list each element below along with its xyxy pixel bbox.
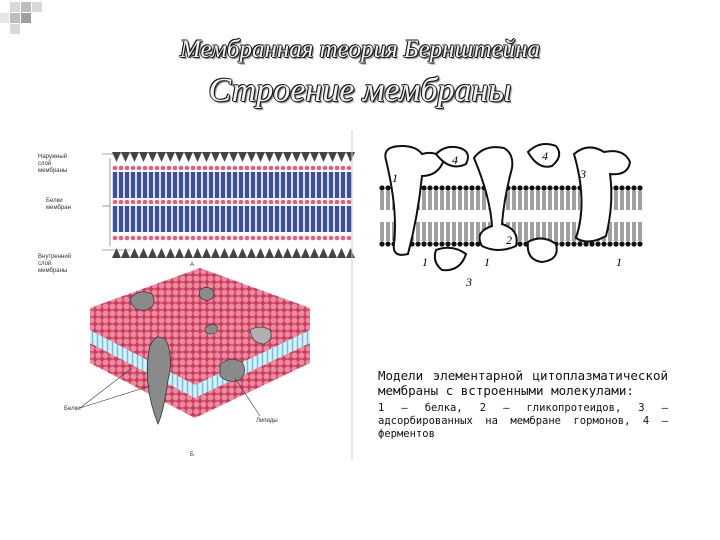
marker-1-mid: 1	[484, 255, 490, 269]
marker-1-top: 1	[392, 171, 398, 185]
label-outer-layer: Наружный слой мембраны	[38, 154, 68, 174]
marker-3-bottom: 3	[465, 275, 472, 289]
label-membrane-proteins: Белки мембран	[46, 198, 71, 211]
caption-main: Модели элементарной цитоплазматической м…	[378, 368, 668, 398]
label-figure-b: Б	[190, 452, 194, 458]
figure-caption: Модели элементарной цитоплазматической м…	[378, 368, 668, 441]
membrane-block-b	[79, 268, 310, 426]
label-lipids: Липиды	[256, 418, 278, 424]
slide-title: Мембранная теория Бернштейна	[179, 36, 540, 63]
label-figure-a: А	[190, 262, 195, 268]
caption-legend: 1 — белка, 2 — гликопротеидов, 3 — адсор…	[378, 402, 668, 440]
marker-1-right: 1	[616, 255, 622, 269]
marker-1-left: 1	[422, 255, 428, 269]
corner-decoration	[0, 2, 42, 34]
marker-3-top: 3	[579, 167, 586, 181]
marker-2: 2	[506, 233, 512, 247]
membrane-model-diagram: 4 4 1 3 1 1 2 3 1	[379, 143, 643, 289]
marker-4-left: 4	[452, 153, 458, 167]
membrane-schematic-a	[102, 152, 355, 258]
slide-subtitle: Строение мембраны	[208, 72, 512, 109]
label-proteins-bottom: Белки	[64, 406, 81, 412]
marker-4-right: 4	[542, 149, 548, 163]
divider	[351, 130, 353, 460]
label-inner-layer: Внутренний слой мембраны	[38, 254, 72, 274]
